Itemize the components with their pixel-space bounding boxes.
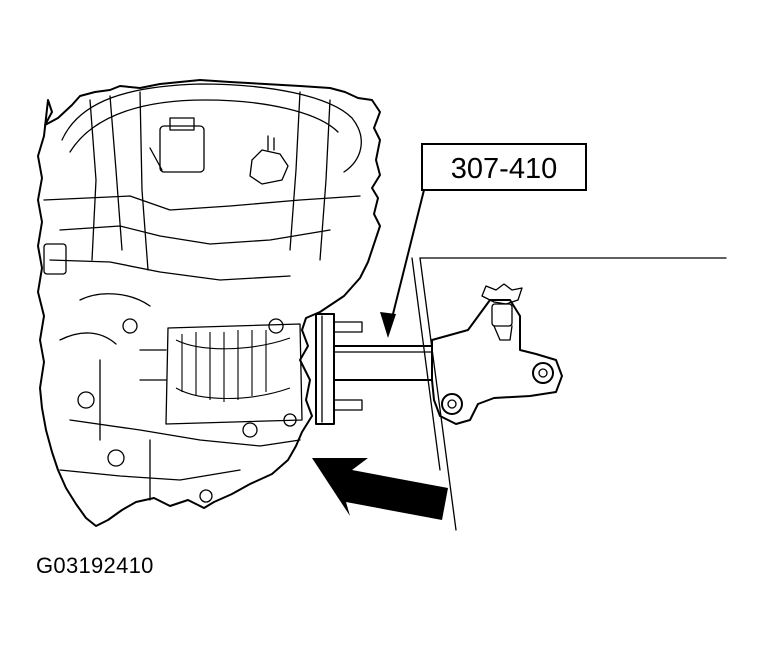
callout: 307-410: [380, 143, 587, 338]
callout-leader-arrowhead: [380, 312, 396, 338]
special-tool-illustration: [315, 257, 727, 531]
figure-id: G03192410: [36, 553, 154, 578]
direction-arrow-icon: [312, 458, 448, 520]
callout-box: [421, 143, 587, 191]
callout-leader: [391, 189, 425, 319]
callout-label: 307-410: [451, 153, 557, 185]
transmission-case-illustration: [37, 79, 381, 527]
